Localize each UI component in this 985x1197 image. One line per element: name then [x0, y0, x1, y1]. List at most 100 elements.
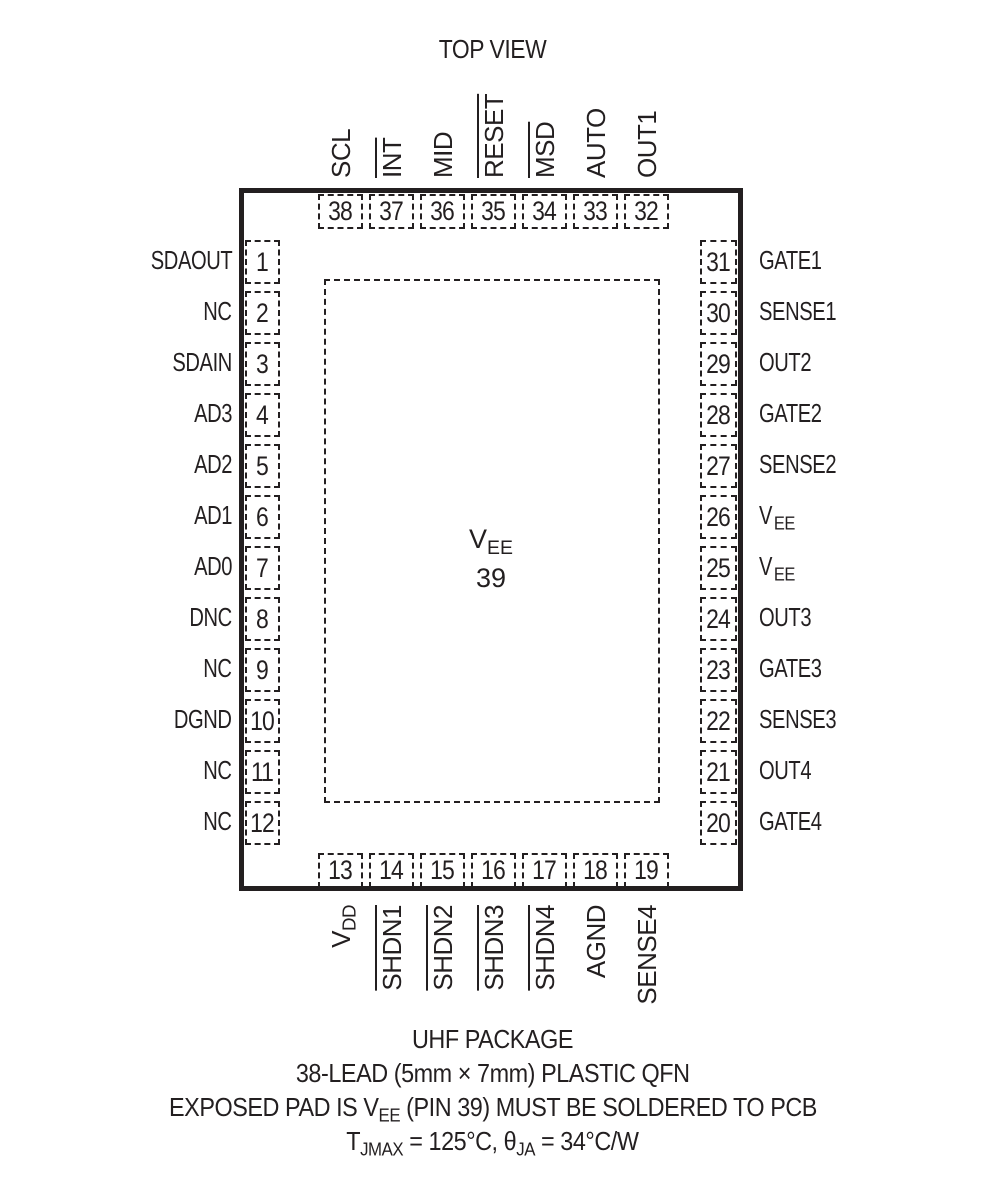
- pin-label-12: NC: [32, 806, 233, 837]
- pin-number: 16: [481, 855, 507, 885]
- pin-label-22: SENSE3: [759, 704, 859, 735]
- pin-pad-21: 21: [700, 750, 737, 794]
- pin-name: NC: [203, 653, 233, 683]
- pin-label-4: AD3: [32, 398, 232, 429]
- pin-name: OUT3: [759, 602, 812, 632]
- pin-number: 26: [706, 501, 732, 532]
- pin-name: SENSE2: [759, 449, 837, 479]
- pin-label-8: DNC: [32, 602, 233, 633]
- pin-name: SCL: [326, 128, 356, 178]
- pin-name: SHDN4: [530, 905, 560, 991]
- pin-number: 7: [256, 552, 270, 583]
- pin-name: AD0: [193, 551, 232, 581]
- pin-label-35: RESET: [479, 0, 509, 178]
- pin-pad-36: 36: [420, 194, 465, 229]
- pin-name: AUTO: [581, 108, 611, 178]
- pin-number: 12: [250, 807, 276, 838]
- pin-name: AD3: [193, 398, 232, 428]
- pin-name: SHDN3: [479, 905, 509, 991]
- pin-label-20: GATE4: [759, 806, 840, 837]
- pin-name: V: [759, 500, 773, 530]
- pin-number: 8: [256, 603, 270, 634]
- pin-label-36: MID: [428, 0, 458, 178]
- footer-package-desc: 38-LEAD (5mm × 7mm) PLASTIC QFN: [295, 1058, 690, 1088]
- package-outline: [239, 188, 743, 891]
- pin-name-subscript: DD: [338, 905, 360, 932]
- pin-pad-34: 34: [522, 194, 567, 229]
- pin-pad-25: 25: [700, 546, 737, 590]
- pin-pad-26: 26: [700, 495, 737, 539]
- diagram-title: TOP VIEW: [438, 34, 547, 64]
- pin-label-34: MSD: [530, 0, 560, 178]
- pin-pad-14: 14: [369, 853, 414, 888]
- pin-number: 3: [256, 348, 270, 379]
- pin-pad-33: 33: [573, 194, 618, 229]
- pin-name: AGND: [581, 905, 611, 979]
- pin-pad-37: 37: [369, 194, 414, 229]
- pin-label-38: SCL: [326, 0, 356, 178]
- pin-name: NC: [203, 296, 233, 326]
- pin-name: SHDN2: [428, 905, 458, 991]
- pin-name-subscript: EE: [773, 512, 796, 534]
- pin-pad-19: 19: [624, 853, 669, 888]
- pin-number: 24: [706, 603, 732, 634]
- pin-pad-9: 9: [245, 648, 280, 692]
- pin-number: 32: [634, 196, 660, 226]
- pin-pad-15: 15: [420, 853, 465, 888]
- pin-number: 30: [706, 297, 732, 328]
- pin-label-1: SDAOUT: [32, 245, 232, 276]
- pin-number: 28: [706, 399, 732, 430]
- pin-pad-30: 30: [700, 291, 737, 335]
- pin-name: OUT4: [759, 755, 812, 785]
- pin-name: SENSE3: [759, 704, 837, 734]
- pin-name-subscript: EE: [773, 563, 796, 585]
- pin-name: DNC: [189, 602, 233, 632]
- pin-label-6: AD1: [32, 500, 232, 531]
- pin-pad-28: 28: [700, 393, 737, 437]
- pin-pad-22: 22: [700, 699, 737, 743]
- pin-number: 21: [706, 756, 732, 787]
- pin-label-29: OUT2: [759, 347, 826, 378]
- pin-name: RESET: [479, 93, 509, 178]
- pin-number: 9: [256, 654, 270, 685]
- pin-name: GATE3: [759, 653, 822, 683]
- pin-pad-3: 3: [245, 342, 280, 386]
- exposed-pad-label: VEE 39: [469, 524, 513, 593]
- pin-label-9: NC: [32, 653, 233, 684]
- pin-name: SENSE1: [759, 296, 837, 326]
- pin-number: 37: [379, 196, 405, 226]
- pin-number: 20: [706, 807, 732, 838]
- pin-name: INT: [377, 137, 407, 178]
- pin-label-26: VEE: [759, 500, 800, 535]
- pin-number: 38: [328, 196, 354, 226]
- pin-label-11: NC: [32, 755, 233, 786]
- pin-pad-8: 8: [245, 597, 280, 641]
- pin-pad-24: 24: [700, 597, 737, 641]
- pin-number: 23: [706, 654, 732, 685]
- pin-name: V: [759, 551, 773, 581]
- pin-pad-13: 13: [318, 853, 363, 888]
- pin-label-24: OUT3: [759, 602, 826, 633]
- pin-label-23: GATE3: [759, 653, 840, 684]
- pin-number: 29: [706, 348, 732, 379]
- pin-pad-16: 16: [471, 853, 516, 888]
- pin-number: 22: [706, 705, 732, 736]
- footer-exposed-pad-note: EXPOSED PAD IS VEE (PIN 39) MUST BE SOLD…: [168, 1092, 817, 1126]
- pin-pad-17: 17: [522, 853, 567, 888]
- pin-pad-11: 11: [245, 750, 280, 794]
- footer-package-name: UHF PACKAGE: [411, 1024, 574, 1054]
- pin-number: 27: [706, 450, 732, 481]
- pin-number: 1: [256, 246, 270, 277]
- pin-pad-31: 31: [700, 240, 737, 284]
- pin-pad-23: 23: [700, 648, 737, 692]
- pin-label-21: OUT4: [759, 755, 826, 786]
- footer-thermal-specs: TJMAX = 125°C, θJA = 34°C/W: [346, 1126, 639, 1160]
- pin-number: 2: [256, 297, 270, 328]
- pin-label-25: VEE: [759, 551, 800, 586]
- pin-number: 31: [706, 246, 732, 277]
- pin-label-37: INT: [377, 0, 407, 178]
- pin-pad-2: 2: [245, 291, 280, 335]
- pin-name: OUT1: [632, 110, 662, 178]
- pin-number: 15: [430, 855, 456, 885]
- pin-name: NC: [203, 755, 233, 785]
